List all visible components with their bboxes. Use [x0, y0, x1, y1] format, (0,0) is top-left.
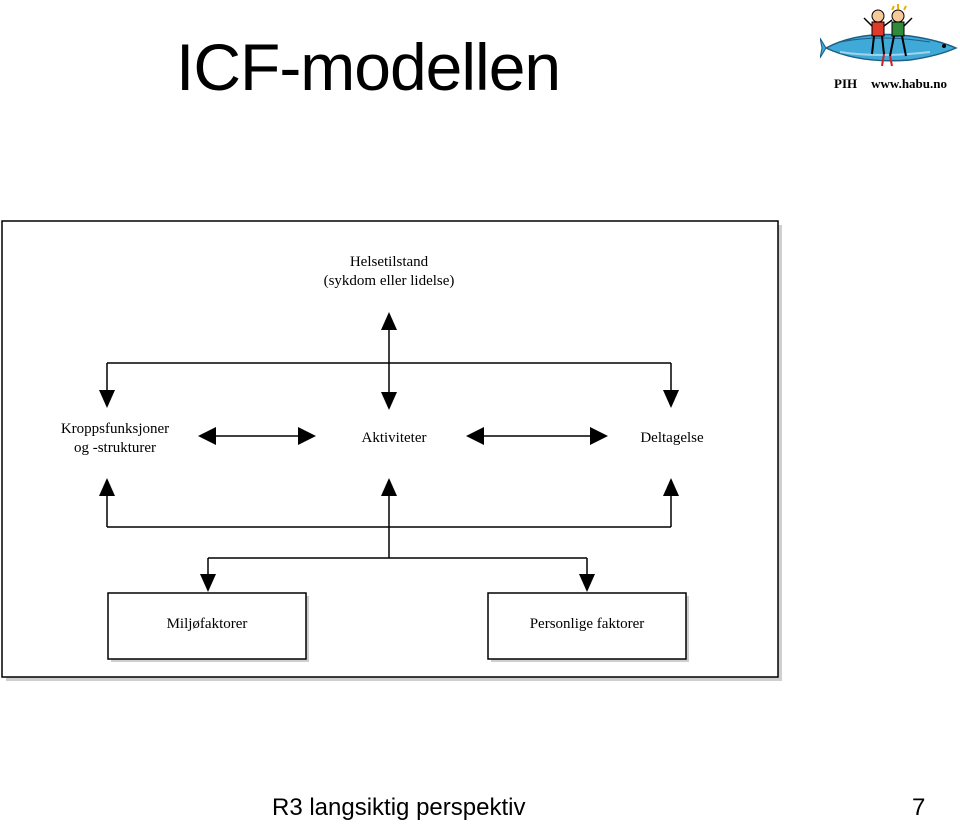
top-distribution-line [99, 362, 679, 408]
body-functions-line1: Kroppsfunksjoner [60, 421, 170, 437]
environmental-factors-label: Miljøfaktorer [166, 616, 248, 632]
body-functions-line2: og -strukturer [73, 440, 157, 456]
slide-title: ICF-modellen [176, 30, 561, 104]
health-condition-line1: Helsetilstand [349, 254, 429, 270]
body-functions-label: Kroppsfunksjoner og -strukturer [20, 420, 210, 458]
context-factors-connector [200, 527, 595, 592]
personal-factors-box [487, 592, 687, 660]
logo-left-text: PIH [834, 76, 858, 91]
activities-label: Aktiviteter [361, 430, 427, 446]
fish-logo-icon [820, 4, 958, 67]
personal-factors-label: Personlige faktorer [529, 616, 645, 632]
logo-caption: PIH www.habu.no [834, 76, 947, 92]
health-condition-line2: (sykdom eller lidelse) [323, 273, 455, 289]
body-activities-double-arrow [198, 427, 316, 445]
logo-right-text: www.habu.no [871, 76, 947, 91]
health-condition-connector [381, 312, 397, 410]
slide-footer: R3 langsiktig perspektiv [272, 794, 526, 821]
health-condition-label: Helsetilstand (sykdom eller lidelse) [289, 253, 489, 291]
participation-label: Deltagelse [640, 430, 704, 446]
page-number: 7 [912, 794, 926, 821]
environmental-factors-box [107, 592, 307, 660]
activities-participation-double-arrow [466, 427, 608, 445]
